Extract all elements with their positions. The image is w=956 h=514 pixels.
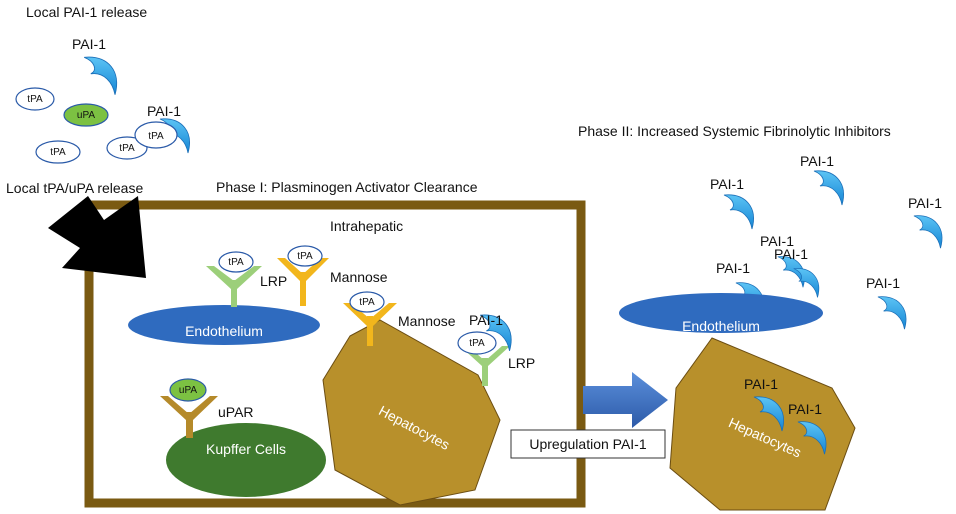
pai1-free: PAI-1	[716, 260, 765, 316]
pai1-free: PAI-1	[774, 246, 820, 298]
tpa-label: tPA	[148, 131, 164, 142]
upa-molecule	[63, 103, 109, 127]
pai1-free: PAI-1	[908, 195, 943, 249]
hepatocyte-phase1	[322, 319, 501, 506]
pai1-free: PAI-1	[710, 176, 754, 230]
kupffer-cells	[166, 423, 326, 497]
pai1-label: PAI-1	[716, 260, 750, 276]
lrp-label: LRP	[260, 273, 287, 289]
pai1-label: PAI-1	[469, 312, 503, 328]
tpa-molecule	[457, 331, 497, 355]
intrahepatic-frame	[84, 200, 586, 508]
upa-molecule	[169, 378, 207, 402]
pai1-top-free: PAI-1	[72, 36, 118, 96]
tpa-label: tPA	[359, 297, 375, 308]
mannose-receptor-1: tPA	[277, 245, 329, 306]
pai1-shape	[83, 56, 118, 96]
endothelium-phase2	[619, 293, 823, 333]
kupffer-cells-label: Kupffer Cells	[206, 441, 286, 457]
tpa-label: tPA	[469, 338, 485, 349]
endothelium-phase1	[128, 305, 320, 345]
pai1-label: PAI-1	[788, 401, 822, 417]
release-arrow-icon	[48, 196, 146, 278]
mannose-receptor-2: tPA	[343, 291, 397, 346]
pai1-label: PAI-1	[774, 246, 808, 262]
tpa-label: tPA	[297, 251, 313, 262]
pai1-label: PAI-1	[866, 275, 900, 291]
tpa-molecule	[15, 87, 55, 111]
pai1-label: PAI-1	[744, 376, 778, 392]
tpa-label: tPA	[119, 143, 135, 154]
tpa-label: tPA	[228, 257, 244, 268]
intrahepatic-label: Intrahepatic	[330, 218, 403, 234]
pai1-free: PAI-1	[800, 153, 844, 206]
lrp-receptor-2: tPA	[457, 314, 512, 386]
hepatocyte-phase2	[669, 337, 856, 511]
pai1-shape	[813, 170, 844, 206]
phase1-title: Phase I: Plasminogen Activator Clearance	[216, 179, 478, 195]
tpa-molecule	[106, 136, 148, 160]
tpa-molecule	[287, 245, 323, 267]
upar-label: uPAR	[218, 404, 254, 420]
upar-receptor: uPA	[160, 378, 218, 438]
lrp-receptor-1: tPA	[206, 251, 262, 307]
tpa-molecule	[134, 121, 178, 149]
pai1-shape	[913, 215, 943, 249]
tpa-label: tPA	[27, 94, 43, 105]
endothelium-label: Endothelium	[682, 318, 760, 334]
pai1-label: PAI-1	[710, 176, 744, 192]
pai1-label: PAI-1	[147, 103, 181, 119]
upregulation-label: Upregulation PAI-1	[529, 436, 646, 452]
pai1-shape	[877, 296, 907, 330]
pai1-shape	[723, 194, 754, 230]
pai1-label: PAI-1	[800, 153, 834, 169]
upregulation-box	[510, 429, 666, 459]
tpa-molecule	[349, 291, 385, 313]
local-pai-release-label: Local PAI-1 release	[26, 4, 147, 20]
pai1-intracellular: PAI-1	[788, 401, 827, 455]
pai1-label: PAI-1	[72, 36, 106, 52]
upa-label: uPA	[179, 385, 197, 396]
pai1-label: PAI-1	[760, 233, 794, 249]
tpa-molecule	[218, 251, 254, 273]
local-tpa-upa-release-label: Local tPA/uPA release	[6, 180, 143, 196]
tpa-label: tPA	[50, 147, 66, 158]
endothelium-label: Endothelium	[185, 323, 263, 339]
pai1-label: PAI-1	[908, 195, 942, 211]
mannose-label: Mannose	[330, 269, 388, 285]
tpa-molecule	[35, 140, 81, 164]
mannose-label: Mannose	[398, 313, 456, 329]
pai1-tpa-complex: PAI-1 tPA	[134, 103, 190, 154]
pai1-free: PAI-1	[760, 233, 805, 288]
phase2-title: Phase II: Increased Systemic Fibrinolyti…	[578, 123, 891, 139]
lrp-label: LRP	[508, 355, 535, 371]
pai1-intracellular: PAI-1	[744, 376, 784, 432]
upa-label: uPA	[77, 110, 95, 121]
upregulation-arrow-icon	[583, 372, 668, 428]
pai1-free: PAI-1	[866, 275, 907, 330]
